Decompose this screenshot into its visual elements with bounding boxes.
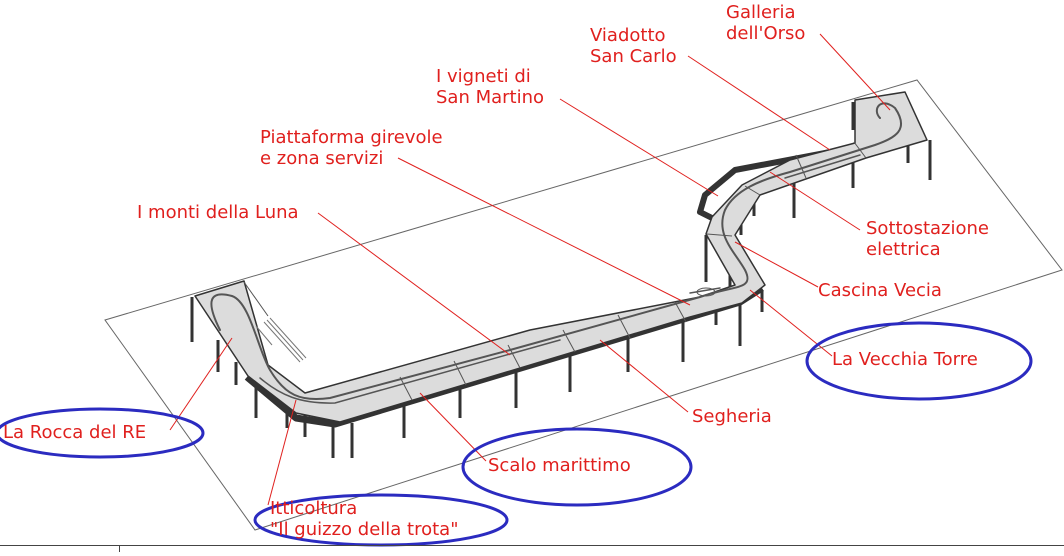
highlight-ellipses [0, 321, 1033, 547]
label-vigneti: I vigneti di San Martino [436, 66, 545, 108]
layout-deck [194, 91, 928, 423]
label-sottostazione: Sottostazione elettrica [866, 218, 989, 260]
label-vecchia-torre: La Vecchia Torre [832, 349, 978, 370]
label-cascina: Cascina Vecia [818, 280, 942, 301]
highlight-rocca [0, 407, 205, 459]
turntable [696, 287, 716, 297]
label-viadotto: Viadotto San Carlo [590, 25, 677, 67]
label-scalo: Scalo marittimo [488, 455, 631, 476]
highlight-scalo [461, 427, 693, 507]
label-segheria: Segheria [692, 406, 772, 427]
baseboard-outline [104, 79, 1063, 531]
label-galleria: Galleria dell'Orso [726, 2, 806, 44]
leader-lines [169, 33, 891, 506]
track-lines [210, 102, 902, 404]
bottom-divider [0, 545, 1064, 546]
label-itticoltura: Itticoltura "Il guizzo della trota" [270, 498, 459, 540]
bottom-divider-tick [119, 545, 120, 552]
label-rocca: La Rocca del RE [3, 422, 147, 443]
highlight-vecchia-torre [805, 321, 1033, 401]
siding-lines [255, 317, 307, 363]
label-monti: I monti della Luna [137, 202, 299, 223]
label-piattaforma: Piattaforma girevole e zona servizi [260, 127, 443, 169]
